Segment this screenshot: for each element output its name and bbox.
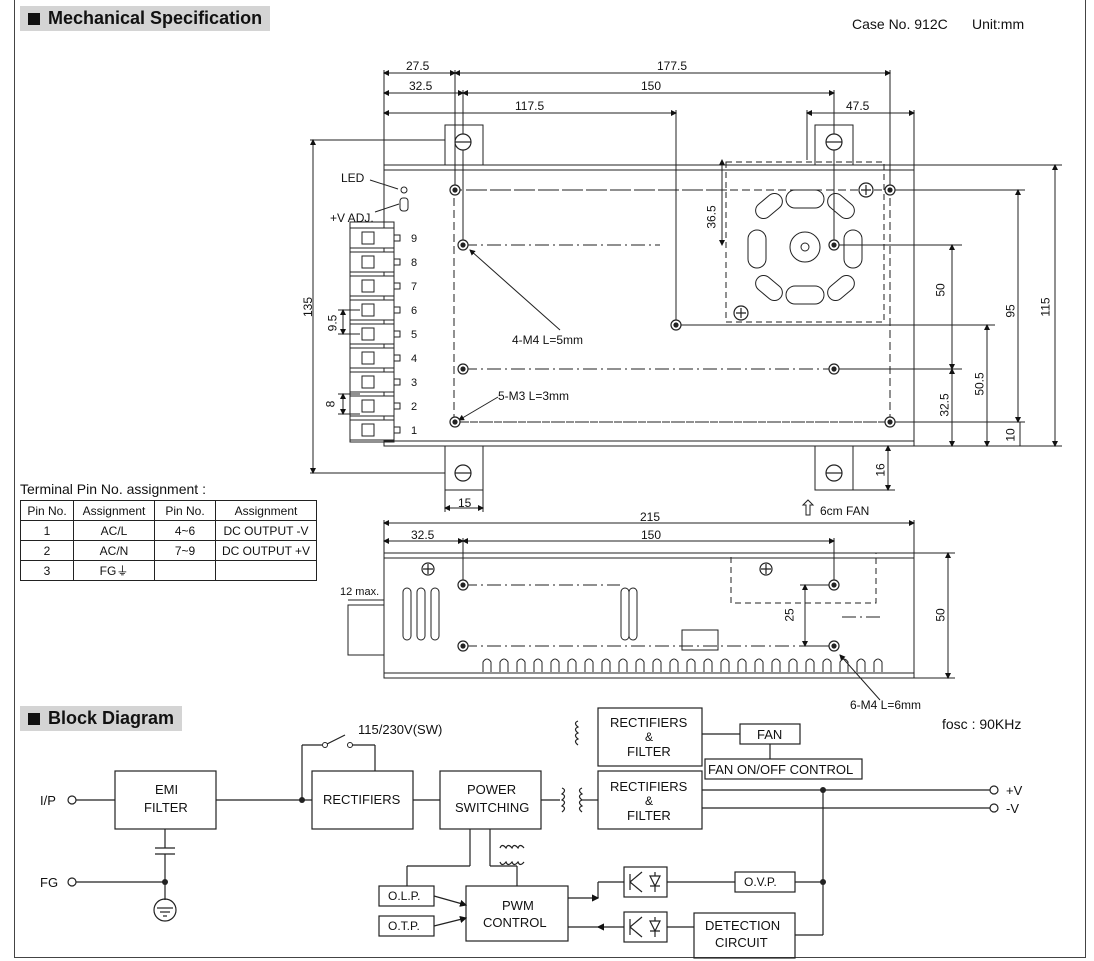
fosc-label: fosc : 90KHz (942, 716, 1022, 732)
dim-95: 95 (1003, 304, 1018, 318)
dim-27-5: 27.5 (406, 59, 430, 73)
fan-block: FAN (757, 727, 783, 742)
rf-top-line1: RECTIFIERS (610, 715, 688, 730)
mechanical-section-title: Mechanical Specification (20, 6, 271, 31)
vminus-label: -V (1006, 801, 1019, 816)
block-title: Block Diagram (48, 708, 175, 728)
table-row: 3 FG⏚ (20, 560, 317, 581)
dim-50-5: 50.5 (972, 372, 987, 396)
pin-4: 4 (411, 353, 418, 365)
table-cell: 2 (20, 540, 74, 561)
table-cell: 1 (20, 520, 74, 541)
pin-assignment-table: Pin No. Assignment Pin No. Assignment 1 … (20, 500, 317, 581)
pin-2: 2 (411, 401, 418, 413)
table-cell: AC/L (73, 520, 155, 541)
table-cell: DC OUTPUT -V (215, 520, 317, 541)
power-switching-line1: POWER (467, 782, 517, 797)
dim-115: 115 (1038, 297, 1053, 317)
detection-circuit-line2: CIRCUIT (715, 935, 768, 950)
dim-32-5: 32.5 (409, 79, 433, 93)
block-section-title: Block Diagram (20, 706, 183, 731)
table-header: Assignment (215, 500, 317, 521)
table-header: Pin No. (154, 500, 216, 521)
table-cell: DC OUTPUT +V (215, 540, 317, 561)
table-cell: FG⏚ (73, 560, 155, 581)
pin-7: 7 (411, 281, 418, 293)
pin-3: 3 (411, 377, 418, 389)
square-icon (28, 12, 40, 25)
dim-135: 135 (301, 296, 316, 318)
dim-12-max: 12 max. (340, 586, 380, 598)
rf-top-line2: & (645, 730, 654, 744)
pin-6: 6 (411, 305, 418, 317)
dim-side-32-5: 32.5 (411, 528, 435, 542)
pin-5: 5 (411, 329, 418, 341)
table-header-row: Pin No. Assignment Pin No. Assignment (20, 500, 317, 521)
ip-label: I/P (40, 793, 56, 808)
dim-15: 15 (458, 496, 472, 510)
square-icon (28, 712, 40, 725)
mechanical-title: Mechanical Specification (48, 8, 263, 28)
rf-mid-line3: FILTER (627, 808, 671, 823)
dim-150: 150 (641, 79, 662, 93)
table-row: 2 AC/N 7~9 DC OUTPUT +V (20, 540, 317, 561)
table-cell: 4~6 (154, 520, 216, 541)
pin-8: 8 (411, 257, 418, 269)
led-label: LED (341, 171, 365, 185)
m4-screw-label: 4-M4 L=5mm (512, 333, 584, 347)
otp-block: O.T.P. (388, 919, 420, 933)
vadj-label: +V ADJ. (330, 211, 374, 225)
fan-control-block: FAN ON/OFF CONTROL (708, 762, 854, 777)
dim-9-5: 9.5 (325, 314, 340, 332)
pin-table-title: Terminal Pin No. assignment : (20, 481, 206, 497)
dim-47-5: 47.5 (846, 99, 870, 113)
dim-side-150: 150 (641, 528, 662, 542)
rectifiers-block: RECTIFIERS (323, 792, 401, 807)
detection-circuit-line1: DETECTION (705, 918, 781, 933)
page-frame (14, 0, 1086, 958)
table-cell: AC/N (73, 540, 155, 561)
pwm-control-line1: PWM (502, 898, 534, 913)
dim-side-50: 50 (933, 608, 948, 622)
table-cell (215, 560, 317, 581)
table-row: 1 AC/L 4~6 DC OUTPUT -V (20, 520, 317, 541)
dim-215: 215 (640, 510, 661, 524)
table-cell: 7~9 (154, 540, 216, 561)
dim-177-5: 177.5 (657, 59, 688, 73)
power-switching-line2: SWITCHING (455, 800, 530, 815)
olp-block: O.L.P. (388, 889, 421, 903)
ovp-block: O.V.P. (744, 875, 777, 889)
dim-32-5-b: 32.5 (937, 393, 952, 417)
pwm-control-line2: CONTROL (483, 915, 547, 930)
emi-filter-line2: FILTER (144, 800, 188, 815)
dim-16: 16 (873, 463, 888, 477)
rf-mid-line2: & (645, 794, 654, 808)
vplus-label: +V (1006, 783, 1023, 798)
rf-top-line3: FILTER (627, 744, 671, 759)
dim-side-25: 25 (782, 608, 797, 622)
dim-36-5: 36.5 (704, 205, 719, 229)
switch-label: 115/230V(SW) (358, 722, 443, 737)
dim-117-5: 117.5 (515, 99, 545, 113)
pin-1: 1 (411, 425, 418, 437)
m4-side-label: 6-M4 L=6mm (850, 698, 922, 712)
pin-9: 9 (411, 233, 418, 245)
emi-filter-line1: EMI (155, 782, 179, 797)
m3-screw-label: 5-M3 L=3mm (498, 389, 570, 403)
fg-label: FG (40, 875, 59, 890)
fan-label: 6cm FAN (820, 504, 870, 518)
table-cell: 3 (20, 560, 74, 581)
table-header: Assignment (73, 500, 155, 521)
dim-10: 10 (1003, 428, 1018, 442)
case-number: Case No. 912C (852, 16, 948, 32)
table-header: Pin No. (20, 500, 74, 521)
unit-info: Unit:mm (972, 16, 1025, 32)
table-cell (154, 560, 216, 581)
dim-8: 8 (323, 400, 338, 408)
rf-mid-line1: RECTIFIERS (610, 779, 688, 794)
dim-50: 50 (933, 283, 948, 297)
